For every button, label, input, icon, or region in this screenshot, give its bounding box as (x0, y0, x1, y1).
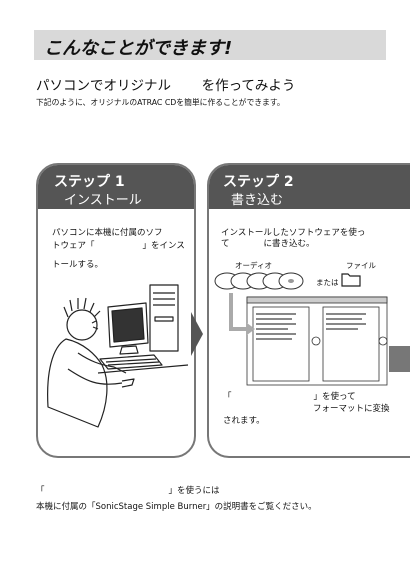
step2-header: ステップ 2 書き込む (209, 165, 410, 209)
step2-line1: インストールしたソフトウェアを使っ (221, 228, 366, 238)
step2-card: ステップ 2 書き込む インストールしたソフトウェアを使っ て に書き込む。 オ… (207, 163, 410, 458)
folder-icon (341, 273, 361, 287)
step1-header: ステップ 1 インストール (38, 165, 194, 209)
step2-bottom1-a: 「 (223, 392, 232, 402)
step1-line3: トールする。 (52, 260, 104, 270)
next-page-tab (389, 346, 410, 372)
step2-bottom1-b: 」を使って (313, 392, 356, 402)
step1-card: ステップ 1 インストール パソコンに本機に付属のソフ トウェア「 」をインス ト… (36, 163, 196, 458)
file-label: ファイル (346, 261, 376, 270)
step1-line1: パソコンに本機に付属のソフ (52, 228, 163, 238)
audio-label: オーディオ (235, 261, 272, 270)
step1-subtitle: インストール (64, 193, 142, 208)
or-label: または (316, 278, 339, 287)
step2-bottom3: されます。 (223, 416, 265, 426)
step1-line2-a: トウェア「 (52, 241, 95, 251)
intro-text: 下記のように、オリジナルのATRAC CDを簡単に作ることができます。 (36, 98, 285, 107)
software-window-illustration (229, 293, 388, 386)
step1-line2: トウェア「 」をインス (52, 240, 185, 253)
page-title: こんなことができます! (44, 38, 233, 59)
step2-bottom1: 「 」を使って (223, 391, 356, 404)
footer-line1-b: 」を使うには (168, 486, 220, 496)
footer-line2: 本機に付属の「SonicStage Simple Burner」の説明書をご覧く… (36, 502, 317, 512)
cd-discs-icon (214, 272, 304, 290)
title-banner: こんなことができます! (34, 30, 386, 60)
section-heading: パソコンでオリジナル を作ってみよう (36, 74, 295, 94)
heading-part1: パソコンでオリジナル (36, 78, 171, 94)
step-arrow (191, 312, 203, 356)
heading-part2: を作ってみよう (201, 78, 296, 94)
step2-bottom2: フォーマットに変換 (313, 404, 390, 414)
step2-subtitle: 書き込む (231, 193, 284, 208)
step1-line2-b: 」をインス (142, 241, 185, 251)
person-at-computer-illustration (47, 284, 189, 428)
step1-title: ステップ 1 (54, 174, 125, 190)
step2-line2: て に書き込む。 (221, 239, 315, 249)
step2-title: ステップ 2 (223, 174, 294, 190)
footer-line1-a: 「 (36, 486, 45, 496)
footer-line1: 「 」を使うには (36, 484, 220, 496)
